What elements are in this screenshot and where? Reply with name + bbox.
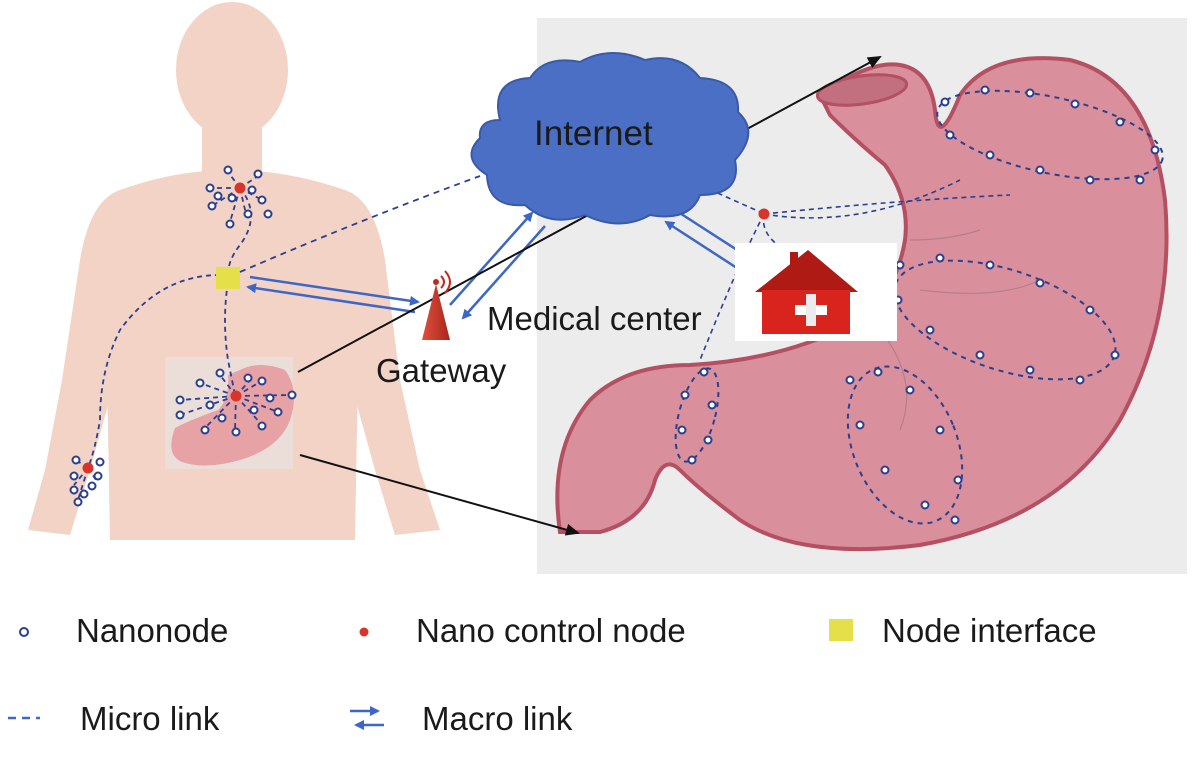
gateway-label: Gateway (376, 352, 507, 389)
legend-nano-control-node-label: Nano control node (416, 612, 686, 649)
legend-nanonode-label: Nanonode (76, 612, 229, 649)
stomach-nano-control-node (758, 208, 770, 220)
legend-nanonode-icon (19, 627, 29, 637)
gateway-antenna-icon (422, 270, 451, 340)
legend-micro-link-label: Micro link (80, 700, 220, 737)
medical-center-label: Medical center (487, 300, 702, 337)
legend-icons (8, 619, 853, 730)
legend-node-interface-label: Node interface (882, 612, 1097, 649)
small-stomach-icon (171, 365, 294, 466)
body-nano-control-nodes (82, 182, 246, 474)
interface-internet-micro-link (239, 175, 481, 273)
large-stomach (555, 56, 1169, 552)
internet-label: Internet (534, 114, 653, 153)
stomach-ring-nanonodes (677, 85, 1160, 525)
medical-center-house-icon (735, 243, 897, 341)
legend-node-interface-icon (829, 619, 853, 641)
legend-nano-control-node-icon (359, 627, 369, 637)
body-nanonodes (69, 165, 297, 507)
legend-macro-link-label: Macro link (422, 700, 573, 737)
macro-links (246, 206, 750, 320)
legend-macro-link-icon (350, 706, 384, 730)
body-micro-links (73, 171, 293, 501)
node-interface-square (216, 267, 240, 289)
internet-cloud (470, 51, 750, 225)
